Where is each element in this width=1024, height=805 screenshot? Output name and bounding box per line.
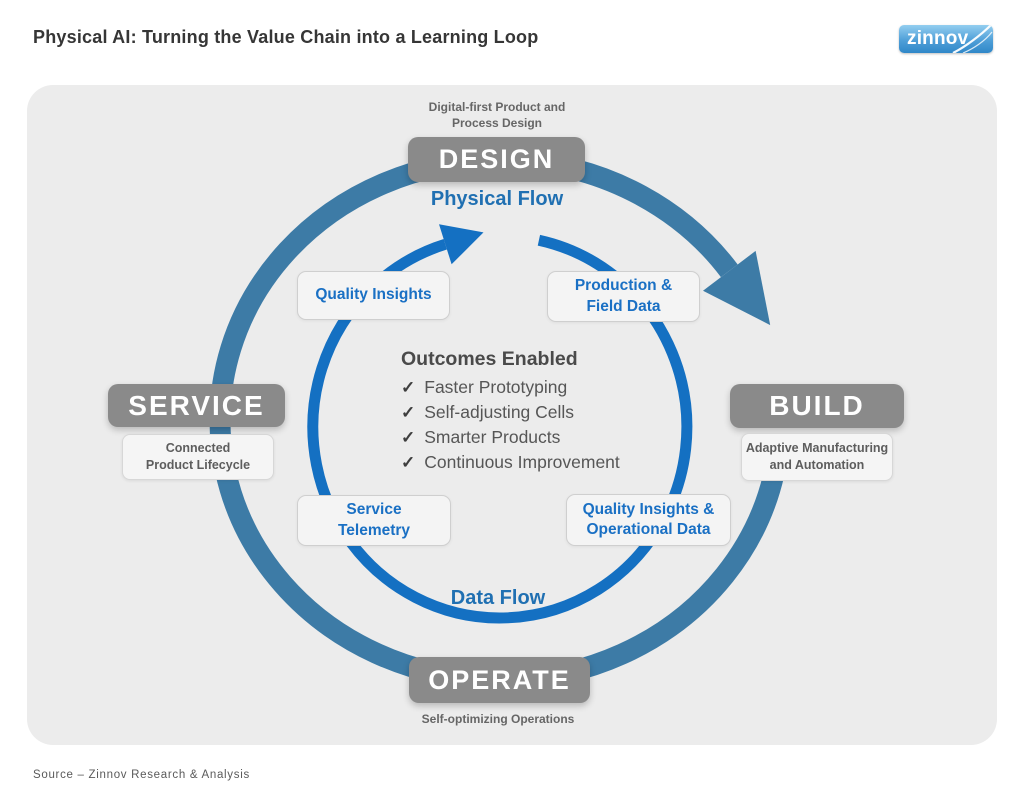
caption-card-service: Connected Product Lifecycle (122, 434, 274, 480)
check-icon: ✓ (401, 378, 416, 397)
outer-loop-arrowhead (703, 250, 771, 326)
outcome-label: Smarter Products (424, 426, 561, 447)
outcome-label: Continuous Improvement (424, 451, 620, 472)
node-operate: OPERATE (409, 657, 590, 703)
node-build: BUILD (730, 384, 904, 428)
logo-swoosh-icon (952, 25, 993, 53)
outcomes-heading: Outcomes Enabled (401, 348, 578, 370)
data-box-service-telemetry: Service Telemetry (297, 495, 451, 546)
caption-operate: Self-optimizing Operations (421, 712, 575, 726)
node-service: SERVICE (108, 384, 285, 427)
data-box-quality-insights: Quality Insights (297, 271, 450, 320)
data-flow-label: Data Flow (450, 587, 546, 609)
outcome-row: ✓ Self-adjusting Cells (401, 401, 691, 422)
physical-flow-label: Physical Flow (430, 188, 564, 210)
node-design: DESIGN (408, 137, 585, 182)
logo-text: zinnov (907, 28, 969, 49)
zinnov-logo: zinnov (899, 25, 993, 53)
outcome-label: Self-adjusting Cells (424, 401, 575, 422)
inner-loop-arc (307, 234, 693, 624)
outcome-row: ✓ Continuous Improvement (401, 451, 691, 472)
outcomes-panel: Outcomes Enabled ✓ Faster Prototyping ✓ … (401, 348, 691, 478)
check-icon: ✓ (401, 427, 416, 447)
data-box-quality-operational-data: Quality Insights & Operational Data (566, 494, 731, 546)
data-box-production-field-data: Production & Field Data (547, 271, 700, 322)
source-note: Source – Zinnov Research & Analysis (33, 769, 250, 781)
page-title: Physical AI: Turning the Value Chain int… (33, 27, 539, 47)
caption-design: Digital-first Product and Process Design (428, 100, 566, 131)
outcome-label: Faster Prototyping (424, 377, 568, 397)
check-icon: ✓ (401, 452, 416, 472)
caption-card-build: Adaptive Manufacturing and Automation (741, 433, 893, 481)
inner-loop-arrowhead (439, 224, 484, 265)
check-icon: ✓ (401, 402, 416, 422)
outcome-row: ✓ Smarter Products (401, 426, 691, 447)
outcome-row: ✓ Faster Prototyping (401, 377, 691, 397)
